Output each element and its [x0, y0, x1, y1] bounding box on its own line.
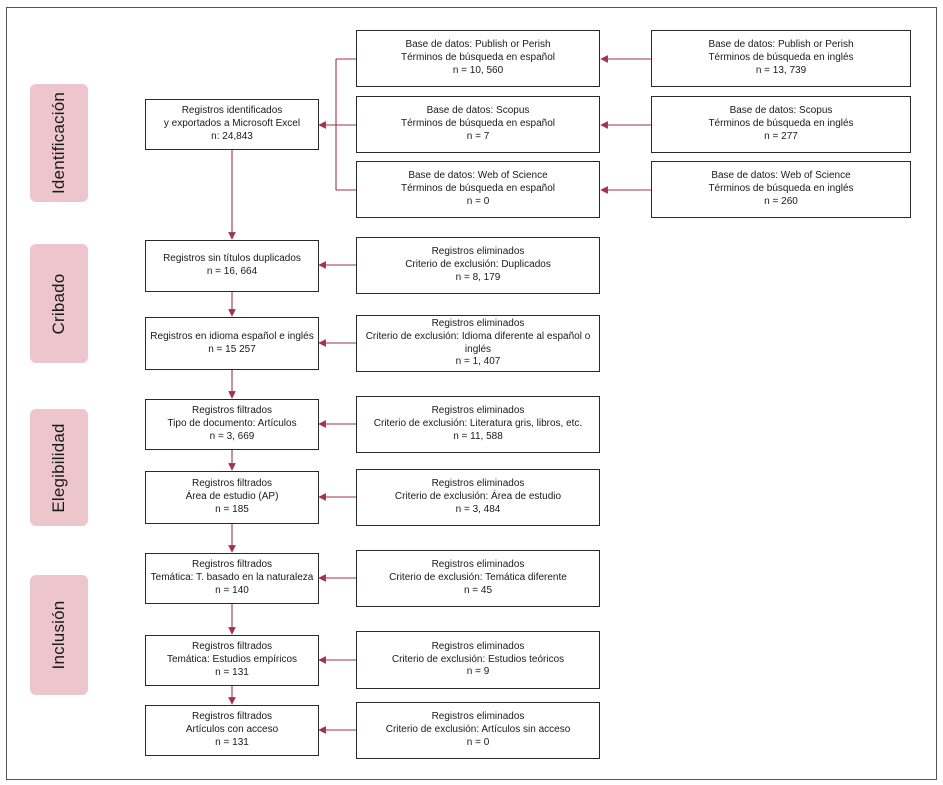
box-line: Base de datos: Web of Science [408, 170, 548, 182]
box-line: Criterio de exclusión: Duplicados [405, 259, 551, 271]
box-line: Base de datos: Scopus [729, 105, 833, 117]
box-line: Términos de búsqueda en inglés [708, 183, 854, 195]
box-count: n = 10, 560 [452, 64, 504, 76]
exclusion-language: Registros eliminados Criterio de exclusi… [356, 315, 600, 372]
box-line: Términos de búsqueda en español [401, 118, 555, 130]
box-line: Términos de búsqueda en español [401, 183, 555, 195]
box-line: Registros filtrados [191, 711, 273, 723]
box-count: n = 9 [466, 666, 490, 678]
box-line: Registros filtrados [191, 478, 273, 490]
box-line: Base de datos: Web of Science [711, 170, 851, 182]
flow-document-type: Registros filtrados Tipo de documento: A… [145, 399, 319, 450]
box-line: Criterio de exclusión: Idioma diferente … [365, 330, 591, 342]
box-count: n: 24,843 [211, 130, 253, 142]
box-line: Registros eliminados [431, 640, 525, 652]
box-count: n = 1, 407 [455, 356, 501, 368]
box-line: y exportados a Microsoft Excel [163, 118, 301, 130]
box-count: n = 15 257 [208, 343, 256, 355]
source-es-scopus: Base de datos: Scopus Términos de búsque… [356, 96, 600, 153]
box-line: Temática: T. basado en la naturaleza [150, 572, 314, 584]
box-line: Registros eliminados [431, 246, 525, 258]
flow-language: Registros en idioma español e inglés n =… [145, 317, 319, 370]
box-count: n = 11, 588 [453, 430, 503, 442]
flow-identified: Registros identificados y exportados a M… [145, 99, 319, 150]
box-count: n = 260 [764, 195, 798, 207]
box-line: inglés [464, 343, 492, 355]
box-line: Temática: Estudios empíricos [166, 654, 298, 666]
box-count: n = 131 [215, 666, 249, 678]
flow-nature-based: Registros filtrados Temática: T. basado … [145, 553, 319, 604]
box-line: Términos de búsqueda en inglés [708, 52, 854, 64]
box-line: Criterio de exclusión: Temática diferent… [389, 572, 567, 584]
box-line: Registros identificados [181, 105, 283, 117]
stage-inclusion: Inclusión [30, 575, 88, 695]
stage-cribado: Cribado [30, 244, 88, 363]
exclusion-duplicates: Registros eliminados Criterio de exclusi… [356, 237, 600, 294]
box-line: Base de datos: Publish or Perish [708, 39, 854, 51]
box-count: n = 277 [764, 130, 798, 142]
flow-no-duplicates: Registros sin títulos duplicados n = 16,… [145, 240, 319, 292]
box-count: n = 45 [463, 584, 493, 596]
box-count: n = 140 [215, 584, 249, 596]
diagram-frame [6, 7, 937, 780]
exclusion-no-access: Registros eliminados Criterio de exclusi… [356, 702, 600, 759]
box-count: n = 13, 739 [755, 64, 807, 76]
box-line: Registros eliminados [431, 559, 525, 571]
box-line: Términos de búsqueda en inglés [708, 118, 854, 130]
box-line: Artículos con acceso [185, 724, 279, 736]
source-es-web-of-science: Base de datos: Web of Science Términos d… [356, 161, 600, 218]
flow-access: Registros filtrados Artículos con acceso… [145, 705, 319, 756]
source-en-publish-or-perish: Base de datos: Publish or Perish Término… [651, 30, 911, 87]
exclusion-study-area: Registros eliminados Criterio de exclusi… [356, 469, 600, 526]
box-line: Registros eliminados [431, 711, 525, 723]
source-en-web-of-science: Base de datos: Web of Science Términos d… [651, 161, 911, 218]
box-line: Registros en idioma español e inglés [150, 330, 314, 342]
source-es-publish-or-perish: Base de datos: Publish or Perish Término… [356, 30, 600, 87]
flow-study-area: Registros filtrados Área de estudio (AP)… [145, 471, 319, 524]
box-line: Términos de búsqueda en español [401, 52, 555, 64]
box-count: n = 3, 484 [455, 503, 501, 515]
box-count: n = 131 [215, 736, 249, 748]
box-line: Registros sin títulos duplicados [163, 253, 301, 265]
box-line: Registros eliminados [431, 405, 525, 417]
box-line: Criterio de exclusión: Área de estudio [394, 491, 562, 503]
box-count: n = 0 [466, 195, 490, 207]
box-count: n = 7 [466, 130, 490, 142]
box-line: Tipo de documento: Artículos [167, 418, 297, 430]
exclusion-topic: Registros eliminados Criterio de exclusi… [356, 550, 600, 607]
box-count: n = 3, 669 [209, 430, 255, 442]
box-line: Criterio de exclusión: Literatura gris, … [373, 418, 583, 430]
box-count: n = 8, 179 [455, 271, 501, 283]
exclusion-grey-literature: Registros eliminados Criterio de exclusi… [356, 396, 600, 453]
box-line: Registros eliminados [431, 478, 525, 490]
source-en-scopus: Base de datos: Scopus Términos de búsque… [651, 96, 911, 153]
box-line: Registros eliminados [431, 317, 525, 329]
box-line: Registros filtrados [191, 641, 273, 653]
box-line: Registros filtrados [191, 559, 273, 571]
box-line: Base de datos: Scopus [426, 105, 530, 117]
stage-identificacion: Identificación [30, 84, 88, 202]
box-line: Área de estudio (AP) [185, 491, 279, 503]
box-count: n = 0 [466, 736, 490, 748]
stage-elegibilidad: Elegibilidad [30, 409, 88, 526]
box-count: n = 185 [215, 503, 249, 515]
box-line: Criterio de exclusión: Estudios teóricos [391, 653, 565, 665]
flow-empirical: Registros filtrados Temática: Estudios e… [145, 635, 319, 686]
box-count: n = 16, 664 [206, 266, 258, 277]
box-line: Base de datos: Publish or Perish [405, 39, 551, 51]
exclusion-theoretical: Registros eliminados Criterio de exclusi… [356, 631, 600, 689]
box-line: Criterio de exclusión: Artículos sin acc… [385, 724, 571, 736]
box-line: Registros filtrados [191, 405, 273, 417]
